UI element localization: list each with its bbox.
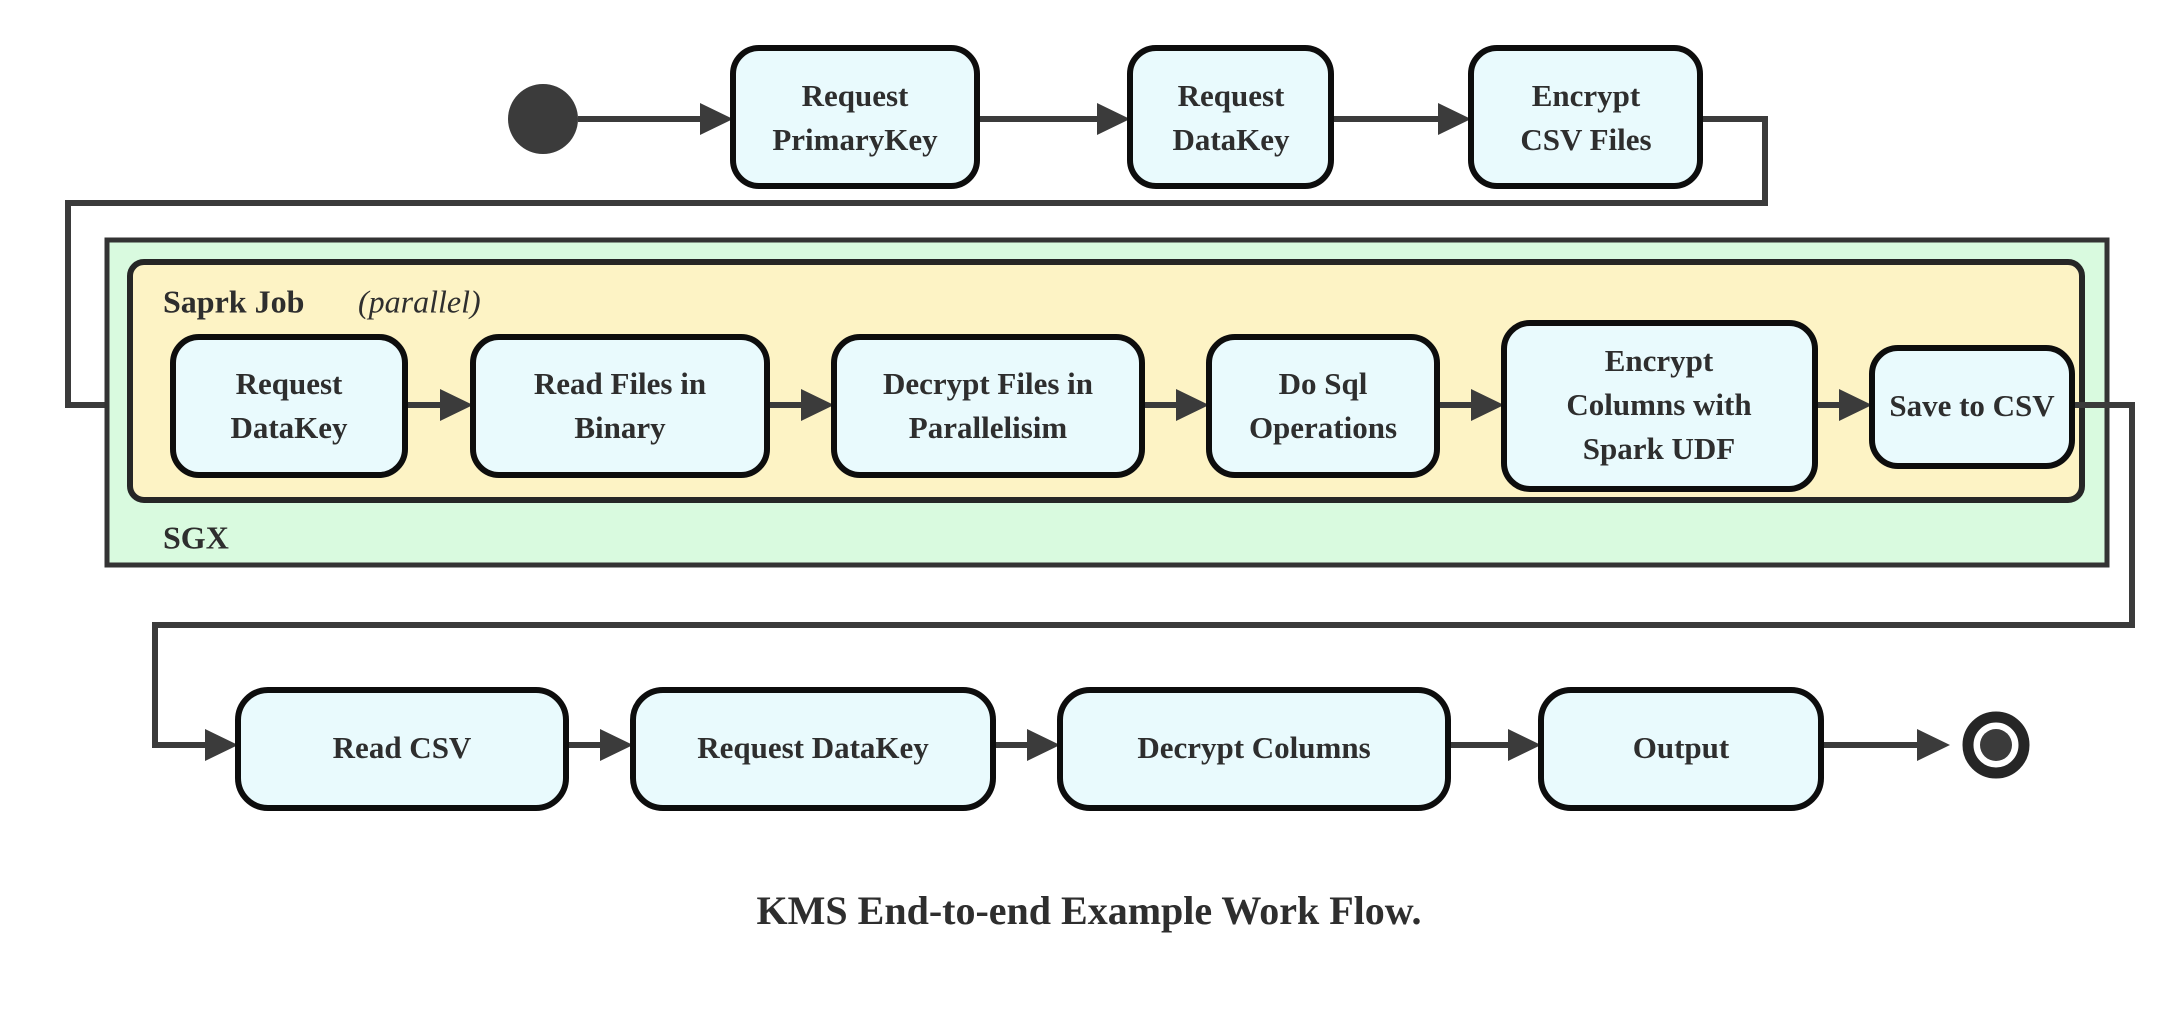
node-label-decrypt-files-line2: Parallelisim — [909, 410, 1068, 445]
node-encrypt-csv-files: Encrypt CSV Files — [1468, 45, 1703, 189]
node-label-output: Output — [1633, 730, 1730, 765]
node-label-request-datakey-top-line2: DataKey — [1172, 122, 1290, 157]
node-label-request-primarykey-line1: Request — [802, 78, 909, 113]
node-box-decrypt-files-in-parallelisim — [831, 334, 1145, 478]
edge-read-csv-to-request-datakey-bottom — [566, 729, 633, 761]
edge-spark-request-datakey-to-read-files — [405, 389, 473, 421]
node-label-encrypt-columns-line2: Columns with — [1566, 387, 1751, 422]
node-request-datakey-top: Request DataKey — [1127, 45, 1334, 189]
node-label-encrypt-columns-line3: Spark UDF — [1583, 431, 1735, 466]
edge-request-datakey-bottom-to-decrypt-columns — [993, 729, 1060, 761]
node-box-request-primarykey — [730, 45, 980, 189]
node-label-encrypt-csv-files-line1: Encrypt — [1532, 78, 1641, 113]
node-encrypt-columns-with-spark-udf: Encrypt Columns with Spark UDF — [1501, 320, 1818, 492]
node-do-sql-operations: Do Sql Operations — [1206, 334, 1440, 478]
node-request-primarykey: Request PrimaryKey — [730, 45, 980, 189]
node-label-request-primarykey-line2: PrimaryKey — [772, 122, 938, 157]
edge-request-primarykey-to-request-datakey — [977, 103, 1130, 135]
node-label-request-datakey-spark-line2: DataKey — [230, 410, 348, 445]
spark-job-parallel-label: (parallel) — [358, 283, 481, 319]
node-label-read-files-in-binary-line1: Read Files in — [534, 366, 706, 401]
start-node-icon — [508, 84, 578, 154]
edge-decrypt-files-to-do-sql — [1142, 389, 1209, 421]
node-request-datakey-bottom: Request DataKey — [630, 687, 996, 811]
node-box-read-csv — [235, 687, 569, 811]
node-label-decrypt-files-line1: Decrypt Files in — [883, 366, 1093, 401]
node-box-request-datakey-bottom — [630, 687, 996, 811]
node-box-output — [1538, 687, 1824, 811]
node-box-encrypt-columns-with-spark-udf — [1501, 320, 1818, 492]
node-box-decrypt-columns — [1057, 687, 1451, 811]
node-label-encrypt-columns-line1: Encrypt — [1605, 343, 1714, 378]
node-box-encrypt-csv-files — [1468, 45, 1703, 189]
node-read-files-in-binary: Read Files in Binary — [470, 334, 770, 478]
node-decrypt-columns: Decrypt Columns — [1057, 687, 1451, 811]
edge-decrypt-columns-to-output — [1448, 729, 1541, 761]
node-label-save-to-csv: Save to CSV — [1889, 388, 2055, 423]
edge-request-datakey-to-encrypt-csv-files — [1331, 103, 1471, 135]
edge-do-sql-to-encrypt-columns — [1437, 389, 1504, 421]
node-label-encrypt-csv-files-line2: CSV Files — [1520, 122, 1651, 157]
node-label-do-sql-line1: Do Sql — [1279, 366, 1368, 401]
node-label-request-datakey-bottom: Request DataKey — [697, 730, 929, 765]
node-label-read-csv: Read CSV — [333, 730, 472, 765]
node-box-save-to-csv — [1869, 345, 2075, 469]
diagram-caption: KMS End-to-end Example Work Flow. — [757, 888, 1422, 933]
node-read-csv: Read CSV — [235, 687, 569, 811]
edge-save-to-csv-to-read-csv — [152, 402, 2135, 761]
node-decrypt-files-in-parallelisim: Decrypt Files in Parallelisim — [831, 334, 1145, 478]
node-box-read-files-in-binary — [470, 334, 770, 478]
edge-output-to-end — [1821, 729, 1950, 761]
node-label-read-files-in-binary-line2: Binary — [574, 410, 666, 445]
node-box-request-datakey-top — [1127, 45, 1334, 189]
node-box-request-datakey-spark — [170, 334, 408, 478]
node-label-decrypt-columns: Decrypt Columns — [1137, 730, 1370, 765]
node-save-to-csv: Save to CSV — [1869, 345, 2075, 469]
end-node-icon — [1962, 711, 2030, 779]
node-box-do-sql-operations — [1206, 334, 1440, 478]
node-output: Output — [1538, 687, 1824, 811]
sgx-label: SGX — [163, 519, 229, 555]
node-label-do-sql-line2: Operations — [1249, 410, 1397, 445]
edge-read-files-to-decrypt-files — [767, 389, 834, 421]
node-label-request-datakey-top-line1: Request — [1178, 78, 1285, 113]
node-request-datakey-spark: Request DataKey — [170, 334, 408, 478]
spark-job-label: Saprk Job — [163, 283, 304, 319]
edge-encrypt-columns-to-save-to-csv — [1815, 389, 1872, 421]
edge-start-to-request-primarykey — [578, 103, 733, 135]
node-label-request-datakey-spark-line1: Request — [236, 366, 343, 401]
